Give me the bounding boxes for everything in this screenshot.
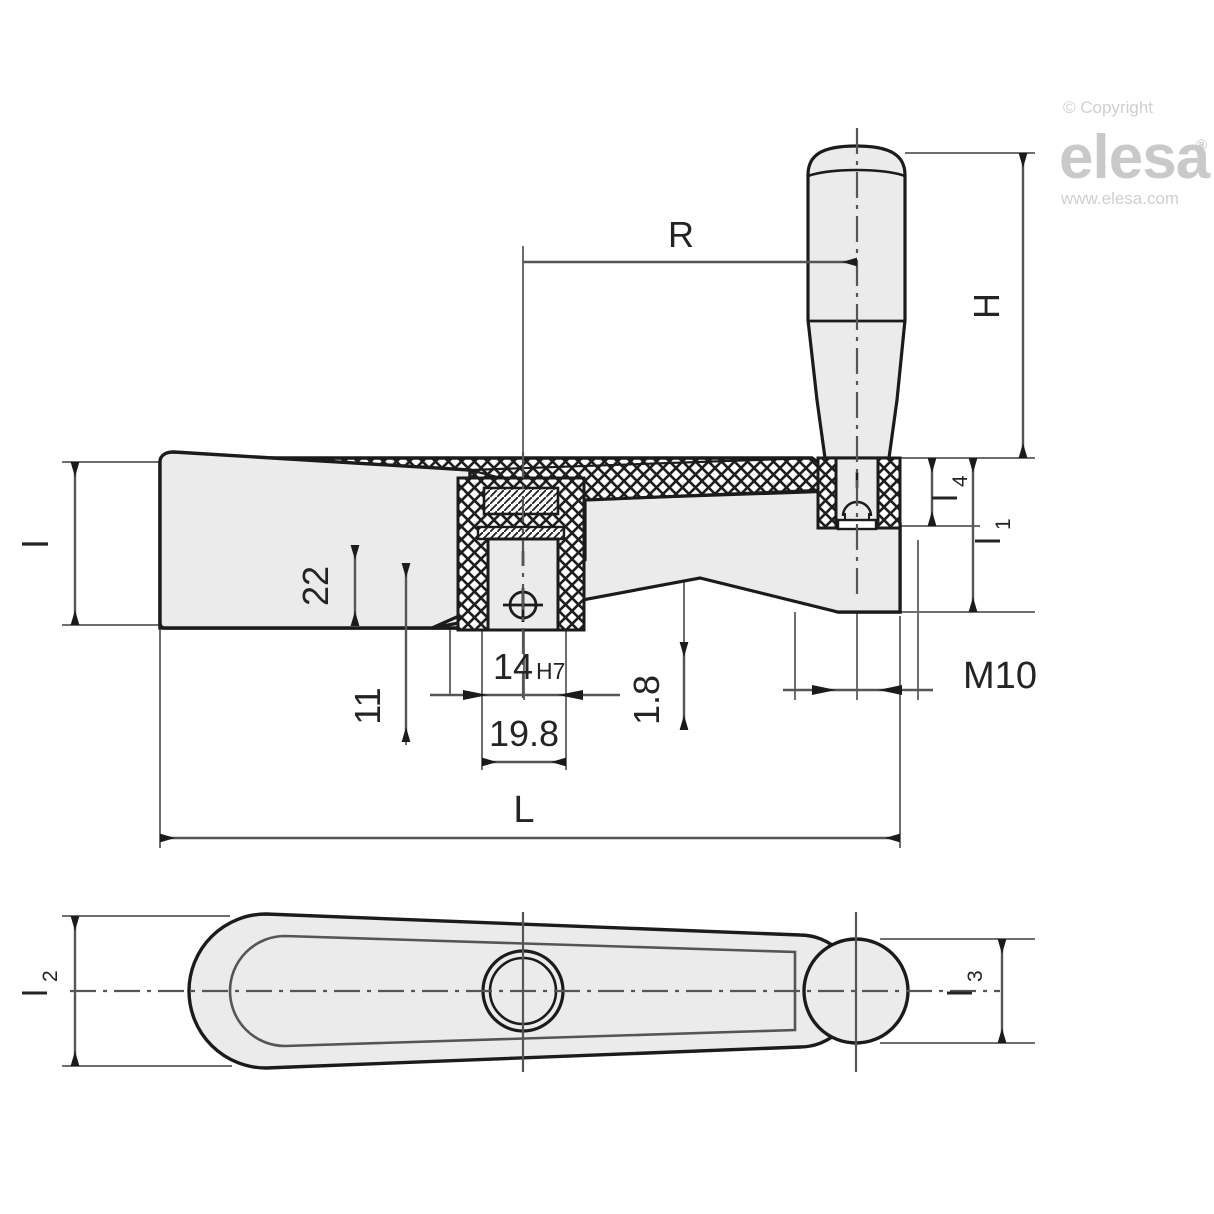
dimension-M10-arrow-left xyxy=(812,685,836,695)
watermark-brand: elesa xyxy=(1059,123,1211,192)
dimension-l4-label-group: l 4 xyxy=(927,475,972,502)
dimension-l3: l 3 xyxy=(942,939,1007,1043)
dimension-H-label: H xyxy=(966,293,1007,319)
center-lines-side xyxy=(521,128,859,700)
dimension-L-label: L xyxy=(513,789,534,831)
dimension-l1: l 1 xyxy=(968,458,1015,612)
dimension-l2-label: l xyxy=(17,989,55,997)
watermark-copyright: © Copyright xyxy=(1063,98,1153,117)
dimension-l3-subscript: 3 xyxy=(964,970,987,982)
side-section-view: R H l l 1 xyxy=(15,128,1037,848)
dimension-1-8-label: 1.8 xyxy=(626,675,667,725)
dimension-l1-subscript: 1 xyxy=(992,518,1015,530)
dimension-19-8: 19.8 xyxy=(482,713,566,767)
plan-inner-outline xyxy=(228,934,797,1048)
dimension-l3-label: l xyxy=(942,989,980,997)
dimension-M10-arrow-right xyxy=(878,685,902,695)
dimension-l2: l 2 xyxy=(17,916,80,1066)
hub-bore-assembly xyxy=(456,476,586,632)
dimension-11: 11 xyxy=(347,563,411,742)
dimension-14-arrow-right xyxy=(558,690,583,700)
dimension-H: H xyxy=(966,153,1028,458)
dimension-22: 22 xyxy=(295,545,360,626)
dimension-L: L xyxy=(160,789,900,843)
dimension-l2-subscript: 2 xyxy=(39,970,62,982)
dimension-R-label: R xyxy=(668,214,694,255)
dimension-14-label: 14 xyxy=(493,646,533,687)
extension-lines-plan xyxy=(62,915,1035,1067)
dimension-l2-label-group: l 2 xyxy=(17,970,62,996)
hub-washer xyxy=(476,525,566,541)
dimension-M10: M10 xyxy=(783,655,1037,697)
hub-bushing xyxy=(482,486,560,516)
dimension-14-tolerance: H7 xyxy=(536,658,565,684)
dimension-11-label: 11 xyxy=(347,687,388,724)
dimension-14-arrow-left xyxy=(463,690,488,700)
knob-cap-seam xyxy=(807,168,906,178)
dimension-1-8: 1.8 xyxy=(626,642,689,730)
watermark-registered-mark: ® xyxy=(1196,137,1207,154)
dimension-l4-label: l xyxy=(927,494,965,502)
dimension-l4: l 4 xyxy=(927,458,972,526)
dimension-l1-label-group: l 1 xyxy=(970,518,1015,544)
plan-view: l 2 l 3 xyxy=(17,912,1035,1072)
revolving-knob xyxy=(806,144,907,460)
dimension-l-label: l xyxy=(15,540,56,548)
dimension-22-label: 22 xyxy=(295,566,336,606)
center-lines-plan xyxy=(70,912,1000,1072)
watermark-url: www.elesa.com xyxy=(1060,189,1179,208)
dimension-M10-label: M10 xyxy=(963,655,1037,697)
dimension-R: R xyxy=(523,214,857,267)
dimension-l1-label: l xyxy=(970,537,1008,545)
dimension-l4-subscript: 4 xyxy=(949,475,972,487)
elesa-watermark: © Copyright elesa ® www.elesa.com xyxy=(1059,98,1212,208)
knob-boss-assembly xyxy=(816,456,902,531)
dimension-l: l xyxy=(15,462,80,625)
dimension-l3-label-group: l 3 xyxy=(942,970,987,996)
dimension-19-8-label: 19.8 xyxy=(489,713,559,754)
dimension-14-h7: 14 H7 xyxy=(430,646,620,700)
knob-outline xyxy=(806,144,907,460)
